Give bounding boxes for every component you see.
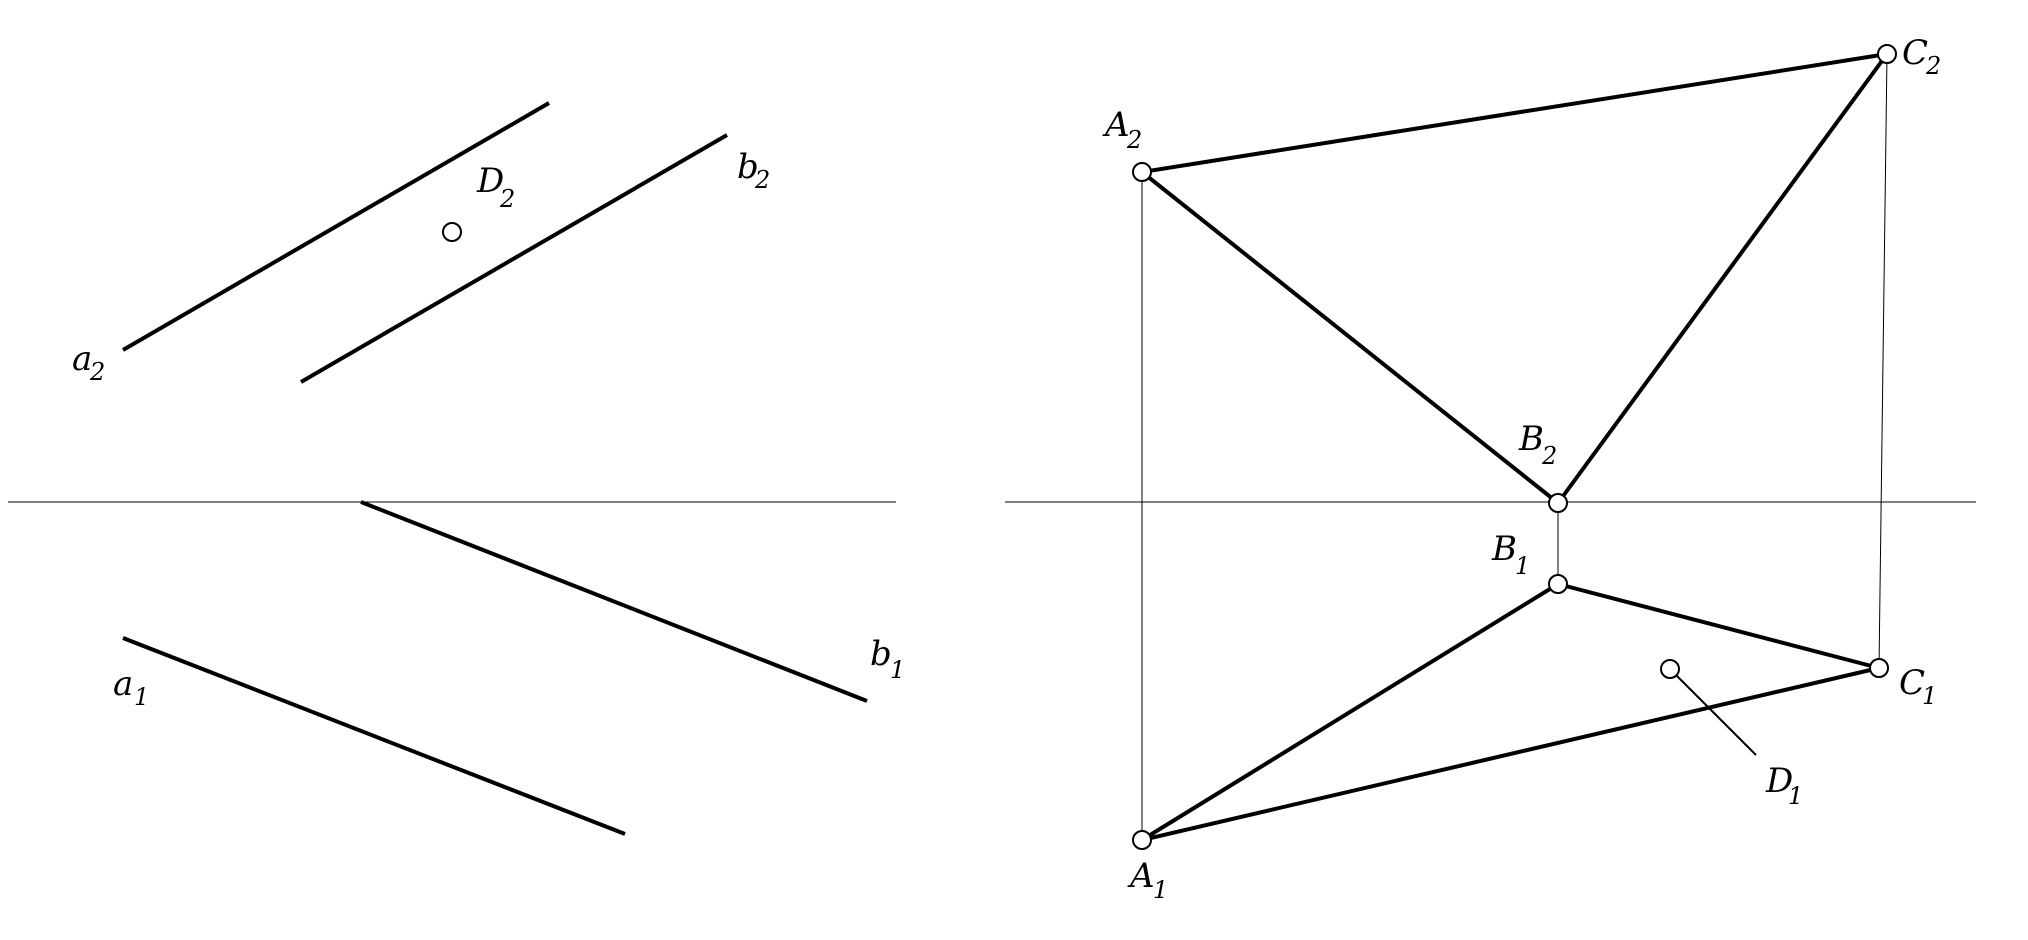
label-d1: D 1: [1765, 761, 1803, 810]
right-drawing: A 2 C 2 B 2 B 1 C 1 D 1: [1005, 33, 1976, 904]
point-c1: [1869, 658, 1889, 678]
edge-a1-c1: [1141, 666, 1880, 842]
label-c1: C 1: [1899, 663, 1937, 710]
left-drawing: a 2 b 2 D 2 a 1 b 1: [8, 101, 905, 836]
edge-b1-c1: [1557, 582, 1880, 670]
label-b2: b 2: [737, 147, 770, 194]
point-a2: [1132, 162, 1152, 182]
point-b2: [1548, 493, 1568, 513]
point-b1: [1548, 574, 1568, 594]
edge-a2-c2: [1141, 52, 1888, 174]
label-b2: B 2: [1518, 419, 1557, 470]
line-a2: [121, 101, 551, 352]
label-d2: D 2: [476, 161, 515, 213]
edge-a1-b1: [1140, 582, 1560, 842]
point-d2: [442, 222, 462, 242]
edge-b2-c2: [1556, 52, 1889, 505]
edge-a2-b2: [1140, 170, 1560, 505]
point-d1: [1660, 659, 1680, 679]
label-a2: A 2: [1102, 105, 1142, 154]
label-b1: B 1: [1491, 529, 1530, 580]
line-a1: [122, 636, 626, 836]
label-a2: a 2: [72, 339, 105, 386]
leader-d1: [1669, 668, 1757, 756]
line-b1: [360, 500, 868, 703]
line-b2: [299, 133, 729, 384]
label-a1: a 1: [113, 664, 149, 711]
connector-c: [1878, 53, 1888, 669]
label-b1: b 1: [870, 634, 905, 684]
label-c2: C 2: [1902, 33, 1941, 80]
label-a1: A 1: [1127, 856, 1168, 904]
point-c2: [1877, 44, 1897, 64]
point-a1: [1132, 830, 1152, 850]
